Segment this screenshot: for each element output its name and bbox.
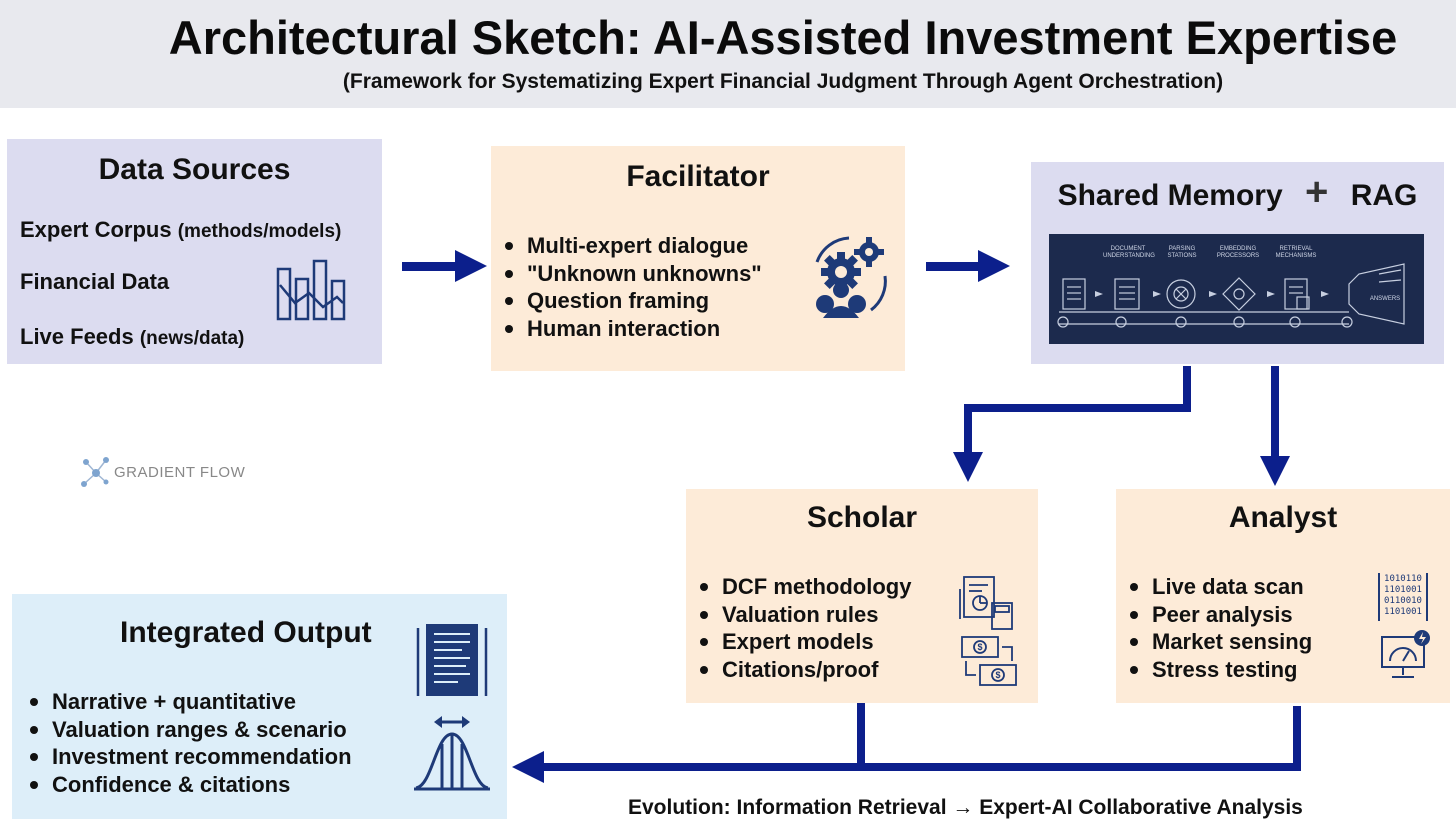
list-item: Valuation rules	[698, 601, 911, 629]
pipeline-label: EMBEDDING PROCESSORS	[1216, 246, 1260, 259]
rag-pipeline-illustration: DOCUMENT UNDERSTANDING PARSING STATIONS …	[1049, 234, 1424, 344]
svg-text:$: $	[977, 642, 982, 652]
money-exchange-icon: $$	[961, 636, 1017, 686]
list-item: Peer analysis	[1128, 601, 1312, 629]
analyst-title: Analyst	[1228, 501, 1338, 534]
list-item: Multi-expert dialogue	[503, 232, 762, 260]
brand-name: GRADIENT FLOW	[114, 464, 246, 481]
gears-person-icon	[815, 236, 887, 318]
data-source-live-feeds: Live Feeds (news/data)	[20, 324, 244, 350]
data-source-label: Expert Corpus	[20, 217, 172, 242]
bell-curve-range-icon	[414, 716, 490, 791]
header-band: Architectural Sketch: AI-Assisted Invest…	[0, 0, 1456, 108]
report-document-icon	[416, 624, 488, 696]
integrated-output-bullet-list: Narrative + quantitative Valuation range…	[28, 688, 352, 798]
shared-memory-label: Shared Memory	[1057, 179, 1283, 212]
facilitator-box: Facilitator Multi-expert dialogue "Unkno…	[491, 146, 905, 371]
scholar-title: Scholar	[806, 501, 918, 534]
document-calculator-icon	[959, 576, 1013, 630]
gauge-monitor-icon	[1381, 630, 1430, 678]
scholar-box: Scholar DCF methodology Valuation rules …	[686, 489, 1038, 703]
list-item: "Unknown unknowns"	[503, 260, 762, 288]
data-source-label: Financial Data	[20, 269, 170, 294]
list-item: Stress testing	[1128, 656, 1312, 684]
page-title: Architectural Sketch: AI-Assisted Invest…	[168, 11, 1398, 64]
facilitator-bullet-list: Multi-expert dialogue "Unknown unknowns"…	[503, 232, 762, 342]
integrated-output-title: Integrated Output	[120, 616, 372, 649]
bar-chart-icon	[276, 259, 346, 321]
list-item: Human interaction	[503, 315, 762, 343]
plus-sign: +	[1305, 170, 1329, 214]
list-item: DCF methodology	[698, 573, 911, 601]
data-sources-title: Data Sources	[98, 153, 291, 186]
page-subtitle: (Framework for Systematizing Expert Fina…	[342, 70, 1224, 93]
shared-memory-title: Shared Memory + RAG	[1031, 170, 1444, 215]
binary-data-icon: 1010110 1101001 0110010 1101001	[1378, 573, 1428, 621]
list-item: Live data scan	[1128, 573, 1312, 601]
data-source-label: Live Feeds	[20, 324, 134, 349]
data-source-expert-corpus: Expert Corpus (methods/models)	[20, 217, 341, 243]
svg-text:$: $	[995, 670, 1000, 680]
facilitator-title: Facilitator	[626, 160, 770, 193]
list-item: Question framing	[503, 287, 762, 315]
rag-label: RAG	[1350, 179, 1418, 212]
list-item: Investment recommendation	[28, 743, 352, 771]
pipeline-label: ANSWERS	[1369, 296, 1401, 302]
data-source-financial-data: Financial Data	[20, 269, 169, 295]
integrated-output-box: Integrated Output Narrative + quantitati…	[12, 594, 507, 819]
list-item: Confidence & citations	[28, 771, 352, 799]
pipeline-label: PARSING STATIONS	[1167, 246, 1197, 259]
binary-line: 1010110	[1384, 574, 1422, 584]
conveyor-belt-graphic	[1057, 263, 1405, 328]
evolution-caption: Evolution: Information Retrieval → Exper…	[628, 796, 1303, 819]
data-source-detail: (methods/models)	[177, 221, 342, 242]
network-logo-icon	[81, 457, 109, 487]
pipeline-label: RETRIEVAL MECHANISMS	[1275, 246, 1317, 259]
binary-line: 1101001	[1384, 585, 1422, 595]
data-source-detail: (news/data)	[139, 328, 245, 349]
list-item: Valuation ranges & scenario	[28, 716, 352, 744]
list-item: Citations/proof	[698, 656, 911, 684]
list-item: Narrative + quantitative	[28, 688, 352, 716]
pipeline-label: DOCUMENT UNDERSTANDING	[1103, 246, 1155, 259]
scholar-bullet-list: DCF methodology Valuation rules Expert m…	[698, 573, 911, 683]
analyst-box: Analyst Live data scan Peer analysis Mar…	[1116, 489, 1450, 703]
binary-line: 0110010	[1384, 596, 1422, 606]
list-item: Market sensing	[1128, 628, 1312, 656]
shared-memory-box: Shared Memory + RAG DOCUMENT UNDERSTANDI…	[1031, 162, 1444, 364]
analyst-bullet-list: Live data scan Peer analysis Market sens…	[1128, 573, 1312, 683]
list-item: Expert models	[698, 628, 911, 656]
binary-line: 1101001	[1384, 607, 1422, 617]
data-sources-box: Data Sources Expert Corpus (methods/mode…	[7, 139, 382, 364]
gradient-flow-logo: GRADIENT FLOW	[80, 456, 250, 490]
